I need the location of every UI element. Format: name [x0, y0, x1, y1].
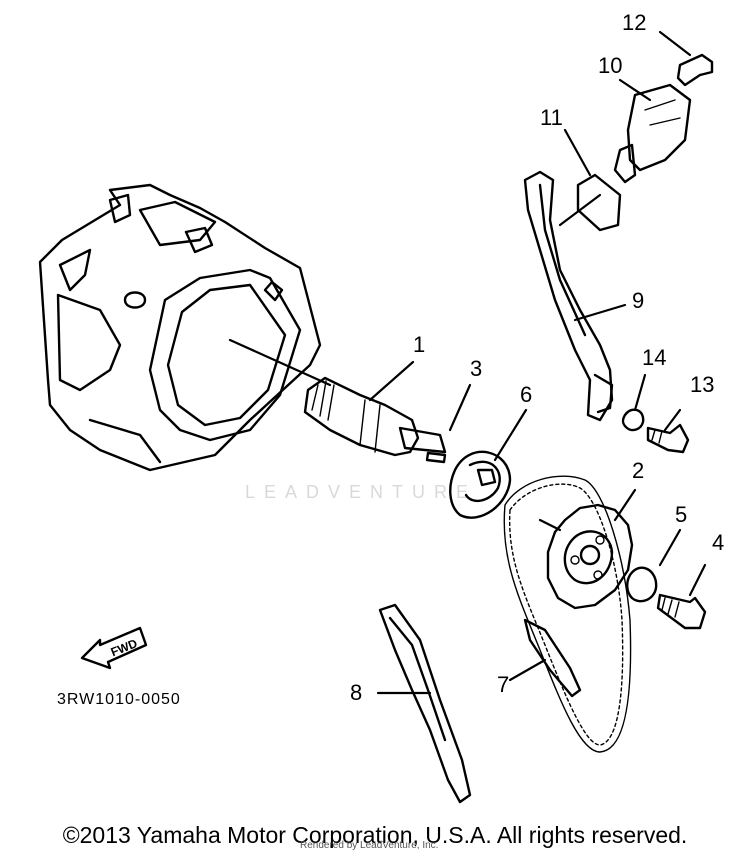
part-7-cam-chain — [503, 475, 632, 753]
part-8-chain-guide — [378, 603, 472, 804]
watermark-subtext: Rendered by LeadVenture, Inc. — [300, 840, 439, 851]
part-9-tensioner-guide — [523, 170, 614, 422]
part-12-bolt — [676, 53, 714, 87]
part-6-collar — [449, 450, 512, 519]
part-2-cam-sprocket — [546, 503, 634, 610]
part-11-gasket — [576, 173, 622, 232]
part-4-bolt — [656, 593, 707, 630]
part-10-chain-tensioner — [613, 83, 692, 184]
callout-5: 5 — [675, 502, 687, 527]
part-5-washer — [626, 566, 658, 603]
fwd-arrow-icon: FWD — [80, 626, 148, 670]
cylinder-head-cover — [38, 183, 322, 472]
callout-8: 8 — [350, 680, 362, 705]
part-13-bolt — [646, 423, 690, 454]
callout-10: 10 — [598, 53, 622, 78]
callout-1: 1 — [413, 332, 425, 357]
callout-7: 7 — [497, 672, 509, 697]
callout-11: 11 — [540, 105, 563, 130]
callout-13: 13 — [690, 372, 714, 397]
part-1-camshaft — [303, 376, 447, 457]
callouts: 1 2 3 4 5 6 7 8 9 10 11 12 13 14 — [350, 10, 724, 705]
drawing-code: 3RW1010-0050 — [57, 691, 181, 708]
leader-lines — [228, 30, 707, 695]
watermark: LEADVENTURE — [245, 482, 477, 502]
callout-4: 4 — [712, 530, 724, 555]
callout-14: 14 — [642, 345, 666, 370]
callout-9: 9 — [632, 288, 644, 313]
callout-12: 12 — [622, 10, 646, 35]
part-14-washer — [621, 408, 645, 432]
part-3-pin — [425, 451, 447, 464]
callout-3: 3 — [470, 356, 482, 381]
callout-6: 6 — [520, 382, 532, 407]
copyright-notice: ©2013 Yamaha Motor Corporation, U.S.A. A… — [62, 822, 688, 848]
callout-2: 2 — [632, 458, 644, 483]
